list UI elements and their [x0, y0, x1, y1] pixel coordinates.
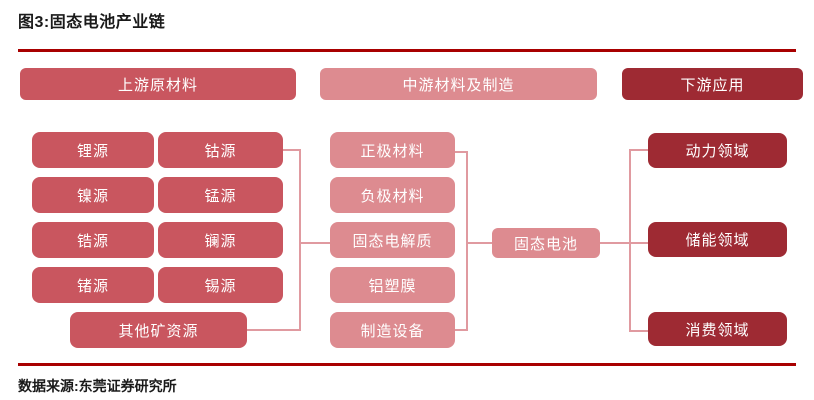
- node-lithium-source: 锂源: [32, 132, 154, 168]
- node-power-field: 动力领域: [648, 133, 787, 168]
- node-solid-electrolyte: 固态电解质: [330, 222, 455, 258]
- node-manufacturing-equipment: 制造设备: [330, 312, 455, 348]
- node-manganese-source: 锰源: [158, 177, 283, 213]
- node-zirconium-source: 锆源: [32, 222, 154, 258]
- connector-midstream-to-battery: [466, 242, 492, 244]
- connector-to-consumer-field: [629, 330, 648, 332]
- bottom-divider: [18, 363, 796, 366]
- header-midstream: 中游材料及制造: [320, 68, 597, 100]
- connector-upstream-top: [283, 149, 301, 151]
- connector-to-power-field: [629, 149, 648, 151]
- connector-upstream-bottom: [247, 329, 301, 331]
- node-lanthanum-source: 镧源: [158, 222, 283, 258]
- node-other-mineral-resources: 其他矿资源: [70, 312, 247, 348]
- node-solid-state-battery: 固态电池: [492, 228, 600, 258]
- connector-midstream-vertical: [466, 151, 468, 331]
- node-aluminum-plastic-film: 铝塑膜: [330, 267, 455, 303]
- node-germanium-source: 锗源: [32, 267, 154, 303]
- node-energy-storage-field: 储能领域: [648, 222, 787, 257]
- connector-upstream-to-midstream: [299, 242, 330, 244]
- connector-upstream-vertical: [299, 149, 301, 331]
- node-cathode-materials: 正极材料: [330, 132, 455, 168]
- header-downstream: 下游应用: [622, 68, 803, 100]
- figure-title: 图3:固态电池产业链: [18, 14, 166, 31]
- node-consumer-field: 消费领域: [648, 312, 787, 346]
- node-anode-materials: 负极材料: [330, 177, 455, 213]
- connector-midstream-top: [455, 151, 468, 153]
- connector-midstream-bottom: [455, 329, 468, 331]
- header-upstream: 上游原材料: [20, 68, 296, 100]
- node-tin-source: 锡源: [158, 267, 283, 303]
- node-cobalt-source: 钴源: [158, 132, 283, 168]
- top-divider: [18, 49, 796, 52]
- connector-battery-to-branch: [600, 242, 631, 244]
- connector-downstream-vertical: [629, 149, 631, 332]
- node-nickel-source: 镍源: [32, 177, 154, 213]
- connector-to-energy-storage: [629, 242, 648, 244]
- data-source-note: 数据来源:东莞证券研究所: [18, 378, 177, 394]
